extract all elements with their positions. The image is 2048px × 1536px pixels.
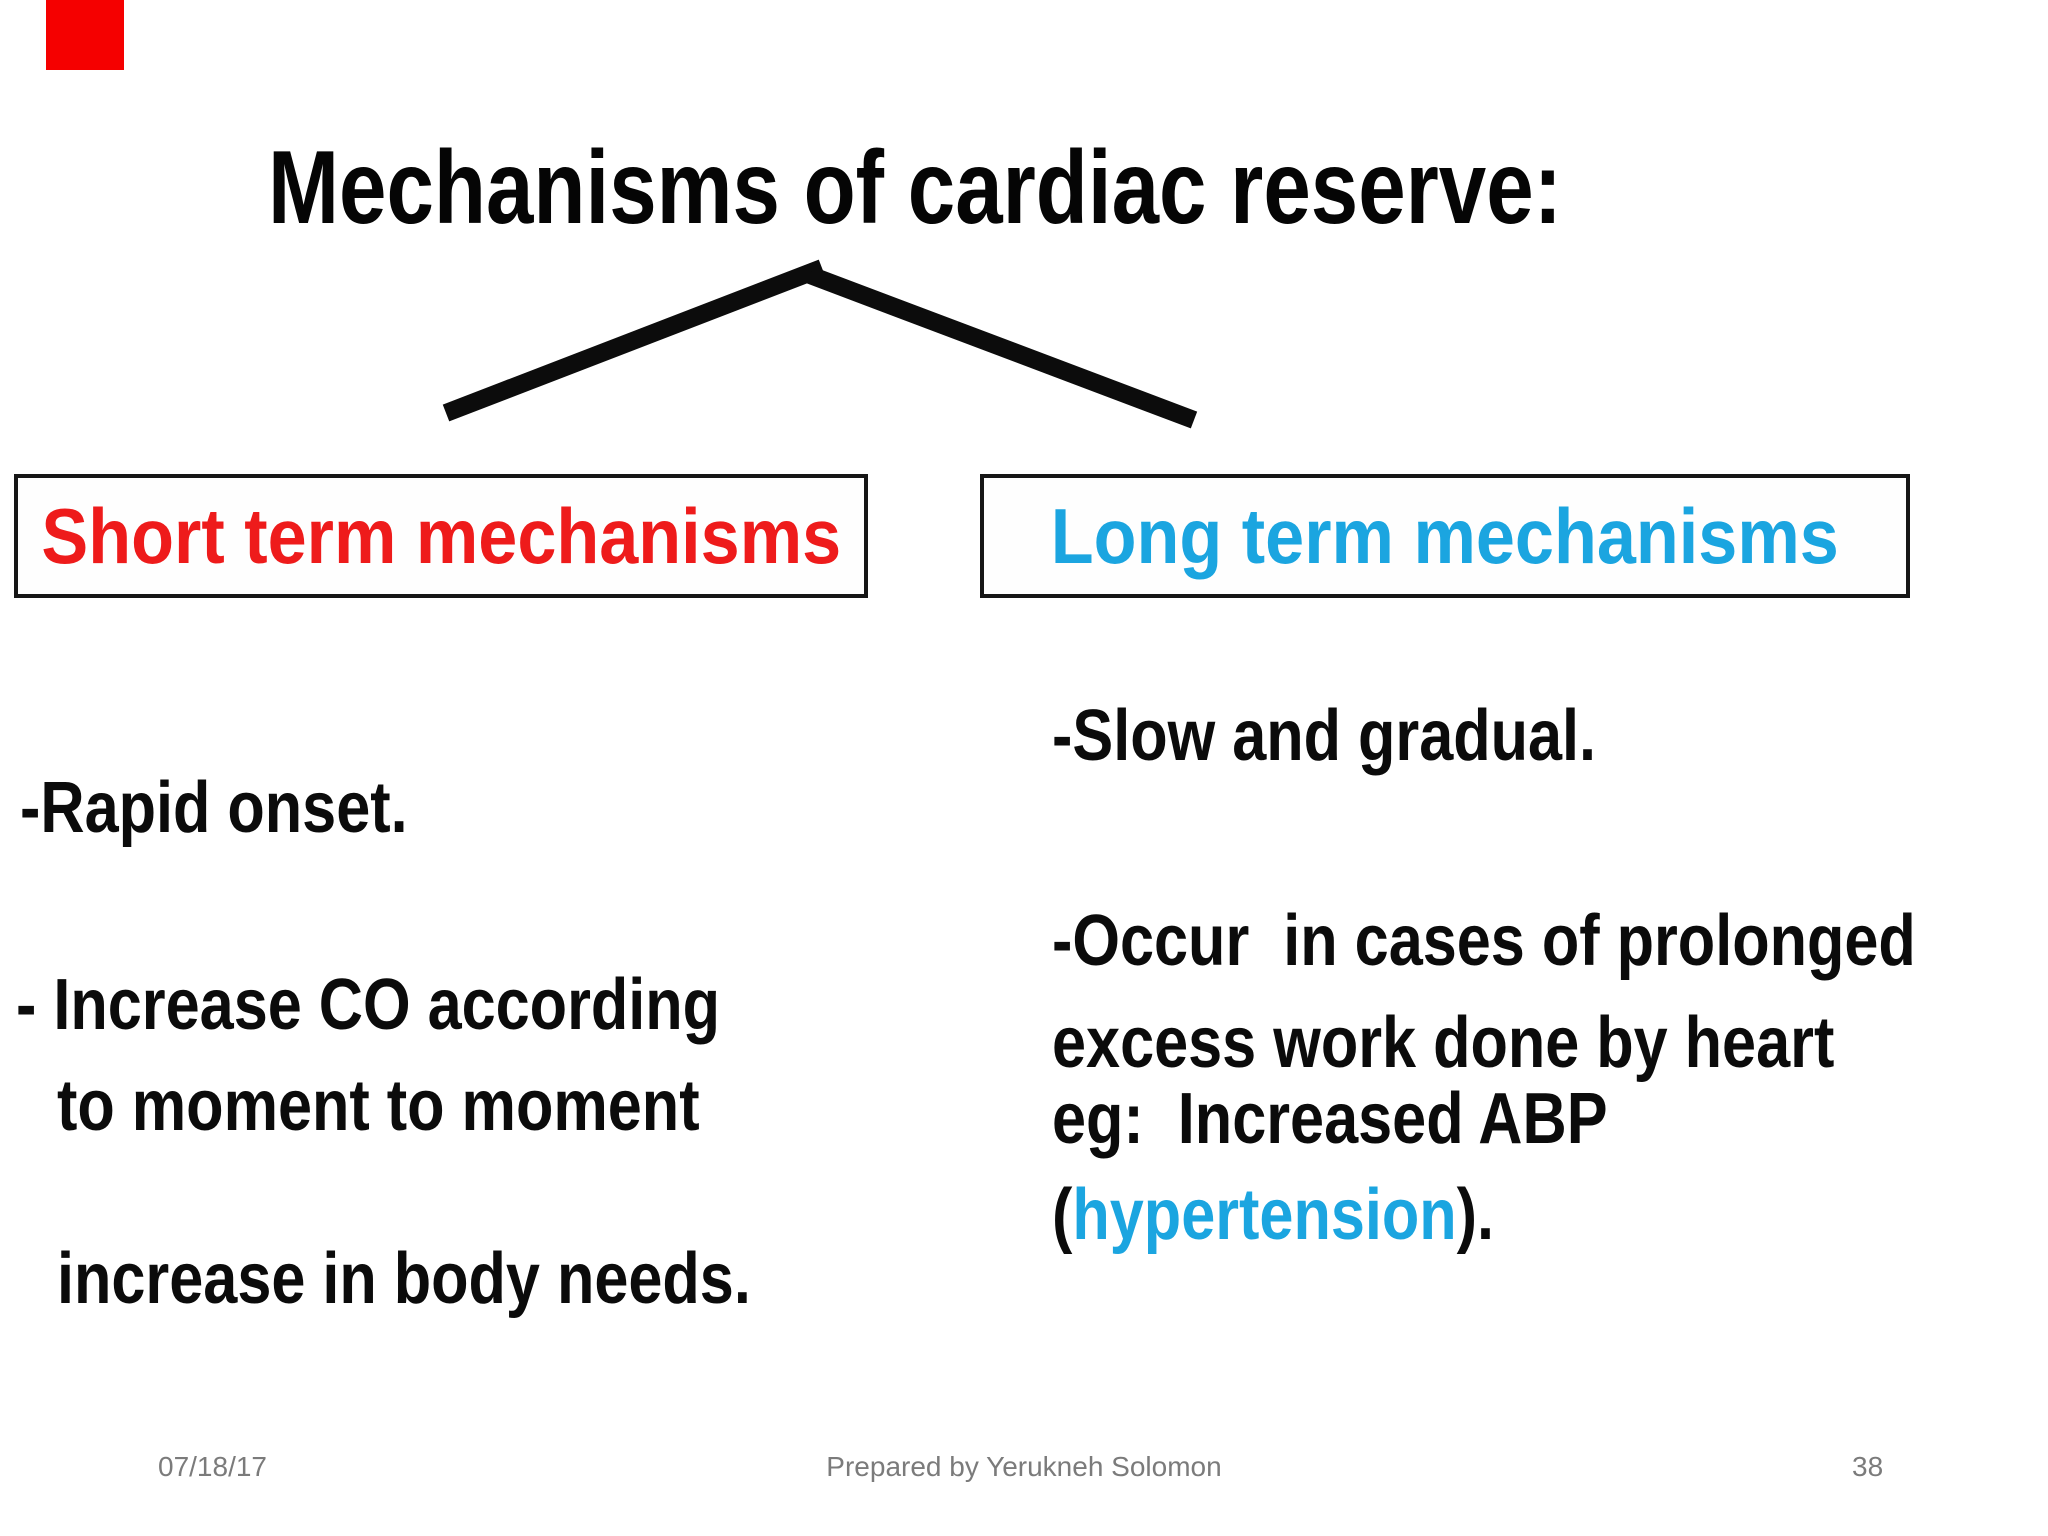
- short-term-label: Short term mechanisms: [41, 492, 841, 580]
- long-term-label: Long term mechanisms: [1050, 492, 1840, 580]
- long-term-box: Long term mechanisms: [980, 474, 1910, 598]
- footer-page-number: 38: [1852, 1451, 1884, 1482]
- short-term-point-moment: to moment to moment: [57, 1066, 700, 1146]
- branch-line-left: [442, 259, 826, 422]
- slide-title: Mechanisms of cardiac reserve:: [268, 130, 1563, 246]
- footer-credit: Prepared by Yerukneh Solomon: [826, 1451, 1222, 1482]
- long-term-point-excess-work: excess work done by heart: [1052, 1003, 1835, 1083]
- long-term-point-slow-gradual: -Slow and gradual.: [1052, 696, 1597, 776]
- footer-date: 07/18/17: [158, 1451, 267, 1482]
- short-term-point-body-needs: increase in body needs.: [57, 1239, 751, 1319]
- short-term-point-increase-co: - Increase CO according: [16, 965, 721, 1045]
- short-term-box: Short term mechanisms: [14, 474, 868, 598]
- paren-close: ).: [1456, 1175, 1495, 1255]
- hypertension-highlight: hypertension: [1072, 1175, 1457, 1255]
- long-term-point-occur: -Occur in cases of prolonged: [1052, 901, 1916, 981]
- paren-open: (: [1052, 1175, 1073, 1255]
- branch-connector-lines: [442, 259, 1198, 429]
- long-term-point-hypertension: (hypertension).: [1052, 1175, 1495, 1255]
- short-term-point-rapid-onset: -Rapid onset.: [20, 768, 408, 848]
- red-marker: [46, 0, 124, 70]
- long-term-point-increased-abp: eg: Increased ABP: [1052, 1079, 1608, 1159]
- branch-line-right: [806, 266, 1198, 429]
